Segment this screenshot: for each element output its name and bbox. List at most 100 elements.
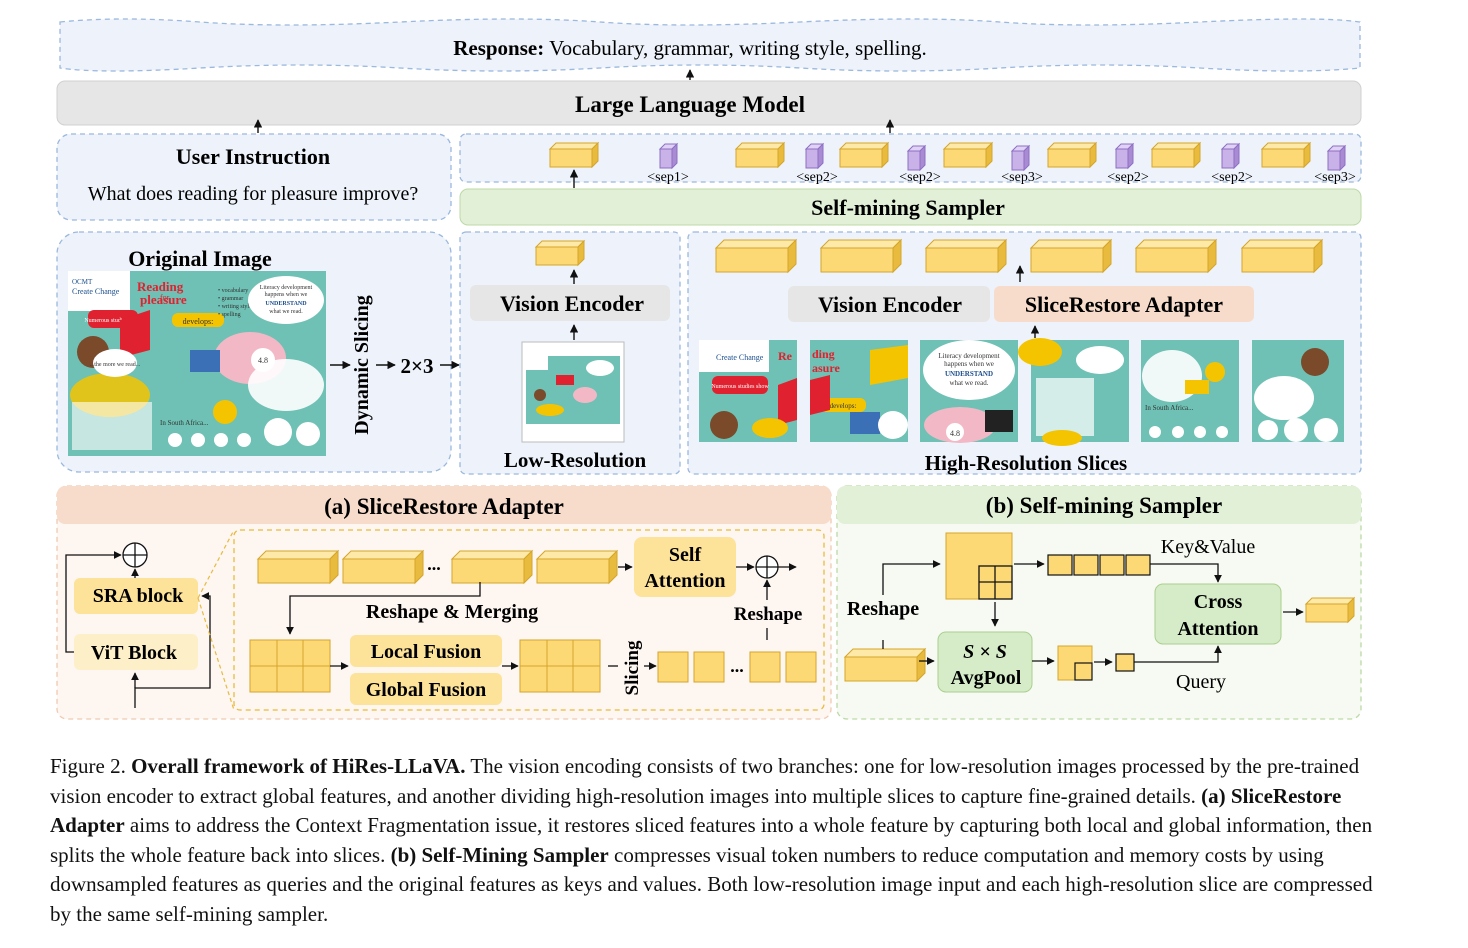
ellipsis: ...: [427, 554, 441, 574]
panel-b-title: (b) Self-mining Sampler: [986, 493, 1222, 518]
low-resolution-panel: Vision Encoder Low-Resolution: [459, 231, 681, 475]
token: [943, 142, 993, 168]
vit-block-label: ViT Block: [91, 642, 178, 664]
self-attention-label-1: Self: [669, 544, 702, 566]
high-res-encoder-label: Vision Encoder: [818, 292, 962, 317]
token: [535, 240, 585, 266]
cross-attention-label-1: Cross: [1194, 591, 1243, 613]
token: [844, 648, 926, 682]
original-image-title: Original Image: [128, 246, 272, 271]
sep-label: <sep2>: [899, 170, 941, 185]
caption-title: Overall framework of HiRes-LLaVA.: [131, 754, 466, 778]
sep-token: [1327, 145, 1346, 171]
caption-figure-label: Figure 2.: [50, 754, 126, 778]
sep-token: [907, 145, 926, 171]
global-fusion-label: Global Fusion: [366, 679, 487, 701]
svg-text:...the more we read...: ...the more we read...: [90, 362, 141, 368]
sep-label: <sep2>: [1211, 170, 1253, 185]
dynamic-slicing-grid: 2×3: [401, 354, 434, 378]
query-token: [1115, 653, 1135, 672]
panel-b: (b) Self-mining Sampler Reshape Key&Valu…: [836, 485, 1362, 720]
svg-text:Response: Vocabulary, grammar,: Response: Vocabulary, grammar, writing s…: [453, 36, 927, 60]
llm-bar: Large Language Model: [56, 80, 1362, 126]
token: [342, 550, 424, 584]
slice-2: ding asure develops:: [810, 340, 908, 442]
sep-token: [1115, 143, 1134, 169]
framework-diagram: Response: Vocabulary, grammar, writing s…: [56, 18, 1362, 720]
high-resolution-panel: Vision Encoder SliceRestore Adapter Crea…: [687, 231, 1362, 475]
svg-text:Create Change: Create Change: [72, 287, 120, 296]
cross-attention-label-2: Attention: [1177, 618, 1258, 640]
svg-text:Create Change: Create Change: [716, 353, 764, 362]
reshape-merging-label: Reshape & Merging: [366, 601, 538, 623]
merged-feature-grid: [249, 639, 331, 693]
sra-block-label: SRA block: [93, 585, 184, 607]
token: [820, 239, 902, 273]
avgpool-label-2: AvgPool: [951, 667, 1022, 689]
svg-text:• vocabulary: • vocabulary: [218, 288, 248, 294]
pooled-feature-map: [1057, 645, 1093, 681]
sep-token: [1011, 145, 1030, 171]
slice-5: In South Africa...: [1141, 340, 1239, 442]
user-instruction-title: User Instruction: [176, 144, 330, 169]
svg-text:for: for: [160, 293, 170, 302]
svg-text:asure: asure: [812, 361, 840, 375]
svg-text:happens when we: happens when we: [944, 360, 994, 368]
svg-text:develops:: develops:: [830, 402, 857, 410]
low-res-encoder-label: Vision Encoder: [500, 291, 644, 316]
svg-text:• writing style: • writing style: [218, 304, 252, 310]
token: [925, 239, 1007, 273]
token: [735, 142, 785, 168]
response-box: Response: Vocabulary, grammar, writing s…: [59, 18, 1361, 72]
self-mining-sampler-bar: Self-mining Sampler: [459, 188, 1362, 226]
panel-a-title: (a) SliceRestore Adapter: [324, 494, 564, 519]
ellipsis: ...: [730, 656, 744, 676]
caption-a-label: (a) SliceRestore Adapter: [50, 783, 1342, 838]
svg-text:4.8: 4.8: [258, 356, 268, 365]
panel-b-reshape-label: Reshape: [847, 598, 919, 620]
token: [839, 142, 889, 168]
svg-text:happens when we: happens when we: [265, 292, 308, 298]
original-image-panel: Original Image OCMT Create Change Readin…: [56, 231, 452, 473]
sep-token: [659, 143, 678, 169]
svg-text:Literacy development: Literacy development: [938, 352, 999, 360]
token: [1151, 142, 1201, 168]
slice-4: [1018, 338, 1129, 446]
token: [1047, 142, 1097, 168]
sep-label: <sep3>: [1314, 170, 1356, 185]
dynamic-slicing-label: Dynamic Slicing: [351, 295, 373, 434]
avgpool-label-1: S × S: [963, 641, 1007, 663]
token: [549, 142, 599, 168]
svg-text:what we read.: what we read.: [269, 309, 303, 315]
svg-text:• grammar: • grammar: [218, 296, 243, 302]
slice-6: [1252, 340, 1344, 442]
svg-text:In South Africa...: In South Africa...: [160, 419, 209, 427]
llm-label: Large Language Model: [575, 92, 805, 117]
sep-label: <sep3>: [1001, 170, 1043, 185]
user-instruction-box: User Instruction What does reading for p…: [56, 133, 452, 221]
svg-text:OCMT: OCMT: [72, 278, 93, 286]
key-value-label: Key&Value: [1161, 536, 1256, 558]
sep-token: [805, 143, 824, 169]
slicing-label: Slicing: [622, 640, 643, 695]
reshaped-feature-map: [945, 532, 1013, 600]
response-text: Vocabulary, grammar, writing style, spel…: [544, 36, 927, 60]
token: [715, 239, 797, 273]
self-attention-label-2: Attention: [644, 570, 725, 592]
figure-caption: Figure 2. Overall framework of HiRes-LLa…: [50, 752, 1380, 929]
svg-text:Reading: Reading: [137, 279, 184, 294]
token: [1241, 239, 1323, 273]
response-label: Response:: [453, 36, 544, 60]
token-sequence: <sep1> <sep2> <sep2> <sep3> <sep2> <sep2…: [459, 133, 1362, 185]
slice-thumbnails: Create Change Re Numerous studies show d…: [699, 338, 1344, 446]
query-label: Query: [1176, 671, 1226, 693]
sep-label: <sep2>: [796, 170, 838, 185]
svg-text:pleasure: pleasure: [140, 292, 187, 307]
panel-a: (a) SliceRestore Adapter SRA block ViT B…: [56, 485, 832, 720]
svg-text:Literacy development: Literacy development: [260, 285, 313, 291]
caption-part3: compresses visual token numbers to reduc…: [50, 842, 1373, 926]
token: [451, 550, 533, 584]
fused-feature-grid: [519, 639, 601, 693]
poster-image: OCMT Create Change Reading for pleasure …: [68, 271, 326, 456]
self-mining-sampler-label: Self-mining Sampler: [811, 195, 1005, 220]
